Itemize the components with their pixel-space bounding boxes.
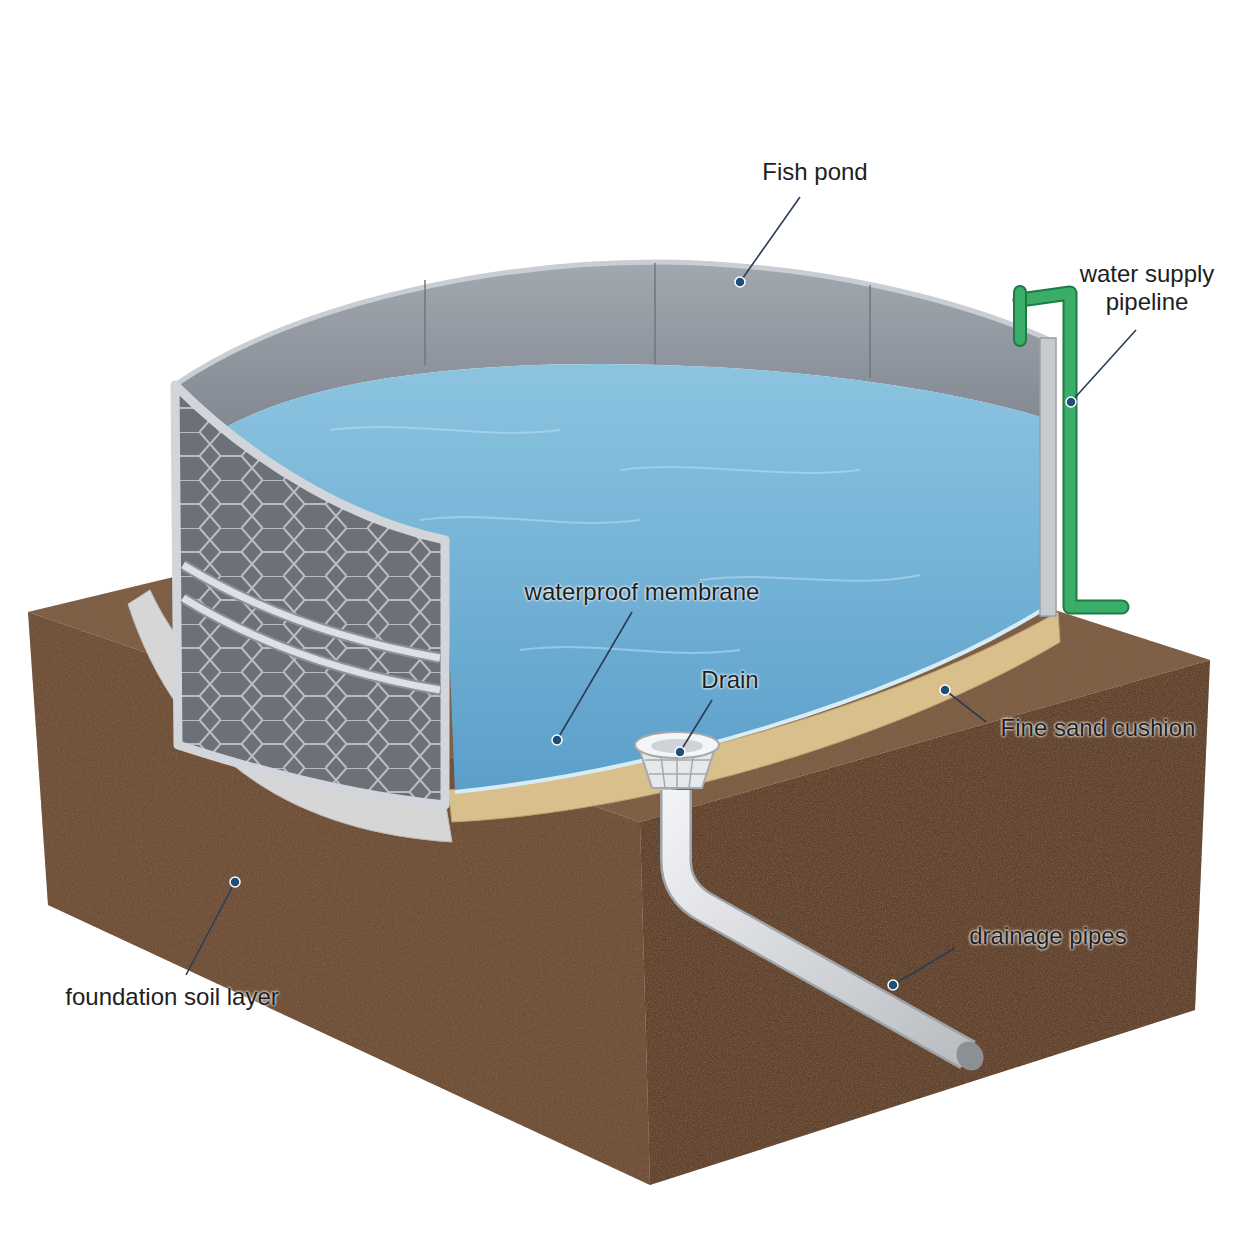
leader-lines [186,197,1136,985]
wall-post [1040,338,1056,616]
leader-dots [230,277,1076,990]
callout-label: foundation soil layer [65,983,278,1011]
callout-label: drainage pipes [969,922,1126,950]
drain-assembly [635,732,989,1075]
water-supply-pipe [1020,292,1122,607]
callout-label: waterproof membrane [525,578,760,606]
membrane-edge [455,605,1050,792]
left-wall-panel [175,385,445,805]
callout-label: Fish pond [762,158,867,186]
callout-label: water supply pipeline [1067,260,1227,316]
callout-label: Drain [701,666,758,694]
callout-label: Fine sand cushion [1001,714,1196,742]
wall-panel-seams [425,263,870,378]
